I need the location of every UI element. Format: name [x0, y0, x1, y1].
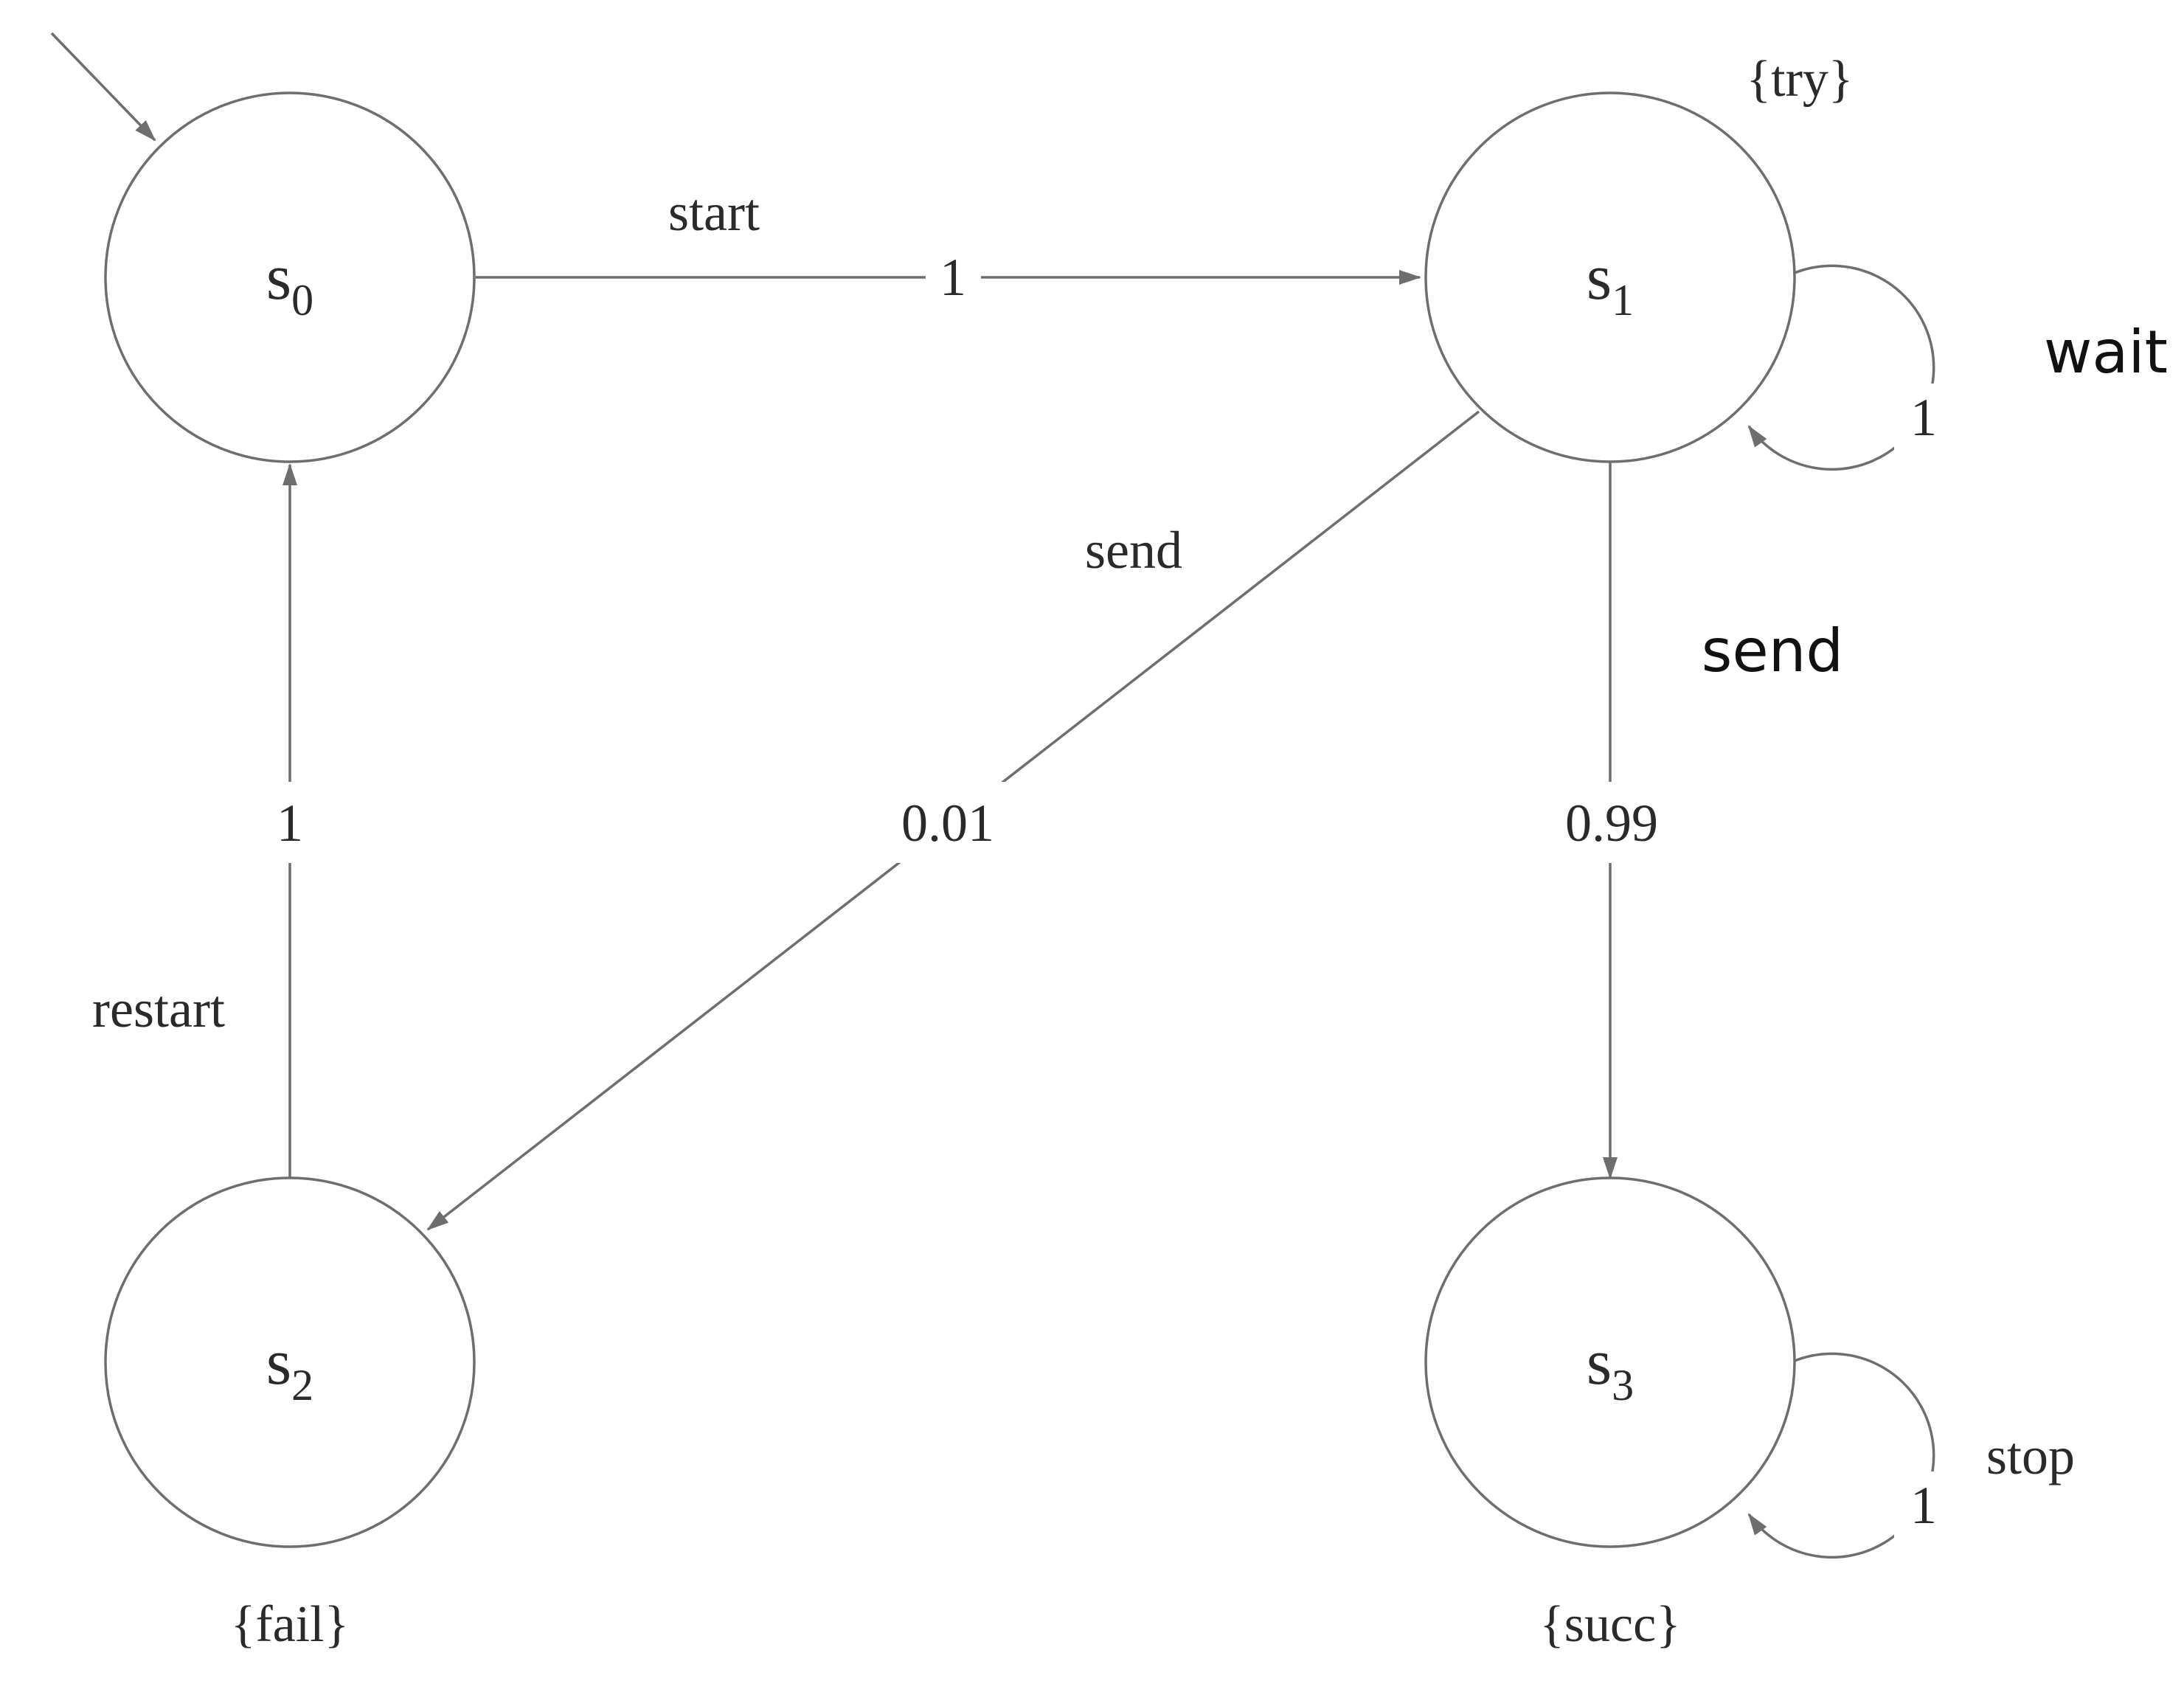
action-label-restart: restart [92, 979, 225, 1038]
state-s0: s0 [104, 91, 476, 463]
state-s2-index: 2 [291, 1361, 313, 1409]
prob-label-s1-s3: 0.99 [1565, 794, 1658, 853]
state-s2-labels: {fail} [231, 1596, 349, 1653]
state-s1-labels: {try} [1747, 51, 1854, 108]
state-s3: s3 [1424, 1176, 1796, 1548]
prob-label-s0-s1: 1 [940, 248, 966, 307]
prob-label-s1-loop: 1 [1910, 388, 1937, 447]
action-label-send-succ: send [1702, 617, 1843, 685]
action-label-start: start [668, 183, 760, 242]
action-label-stop: stop [1986, 1426, 2075, 1485]
state-s1: s1 [1424, 91, 1796, 463]
svg-text:s1: s1 [1587, 242, 1634, 325]
initial-state-arrow [50, 32, 156, 142]
svg-text:s2: s2 [266, 1327, 313, 1409]
state-s0-index: 0 [291, 276, 313, 325]
state-s2: s2 [104, 1176, 476, 1548]
state-s3-name: s [1587, 1327, 1612, 1398]
prob-bg-s0-s1 [926, 247, 981, 306]
state-s1-name: s [1587, 242, 1612, 313]
state-s0-name: s [266, 242, 291, 313]
prob-bg-s1-s3 [1549, 782, 1674, 863]
state-s3-labels: {succ} [1539, 1596, 1681, 1653]
state-s1-index: 1 [1612, 276, 1634, 325]
state-s2-name: s [266, 1327, 291, 1398]
prob-bg-s3-loop [1894, 1471, 1953, 1538]
action-label-wait: wait [2044, 318, 2168, 386]
svg-text:s0: s0 [266, 242, 313, 325]
prob-bg-s1-loop [1894, 384, 1953, 450]
prob-bg-s2-s0 [258, 782, 325, 863]
prob-label-s3-loop: 1 [1910, 1476, 1937, 1535]
action-label-send-fail: send [1085, 521, 1182, 580]
prob-label-s1-s2: 0.01 [901, 794, 994, 853]
prob-label-s2-s0: 1 [277, 794, 303, 853]
svg-text:s3: s3 [1587, 1327, 1634, 1409]
state-s3-index: 3 [1612, 1361, 1634, 1409]
prob-bg-s1-s2 [885, 782, 1010, 863]
